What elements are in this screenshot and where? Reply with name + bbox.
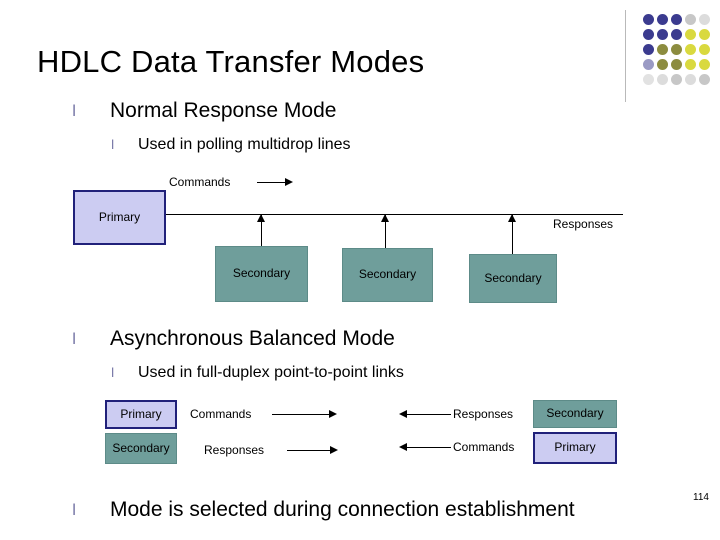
nrm-primary-box: Primary	[73, 190, 166, 245]
bullet-mode-selected-during-connection: l Mode is selected during connection est…	[72, 498, 575, 522]
dot	[699, 29, 710, 40]
abm-left-secondary-box: Secondary	[105, 433, 177, 464]
dot	[685, 59, 696, 70]
nrm-secondary-box-3: Secondary	[469, 254, 557, 303]
dot	[643, 59, 654, 70]
dot	[657, 44, 668, 55]
bullet-label: Asynchronous Balanced Mode	[110, 327, 395, 350]
abm-right-responses-label: Responses	[453, 407, 514, 421]
dot	[657, 14, 668, 25]
bullet-marker-icon: l	[72, 102, 77, 120]
abm-right-commands-arrowhead-icon	[399, 443, 407, 451]
nrm-secondary-label-3: Secondary	[484, 270, 542, 285]
dot	[699, 44, 710, 55]
bullet-label: Mode is selected during connection estab…	[110, 498, 575, 521]
bullet-label: Used in polling multidrop lines	[138, 136, 351, 153]
abm-right-secondary-label: Secondary	[546, 406, 604, 421]
dot	[643, 29, 654, 40]
dot	[657, 74, 668, 85]
abm-right-responses-line	[406, 414, 451, 415]
dot	[671, 29, 682, 40]
bullet-label: Used in full-duplex point-to-point links	[138, 364, 404, 381]
abm-left-primary-label: Primary	[120, 406, 162, 421]
nrm-riser-arrowhead-icon-1	[257, 214, 265, 222]
dot	[671, 59, 682, 70]
abm-left-secondary-label: Secondary	[112, 440, 170, 455]
bullet-used-in-full-duplex: l Used in full-duplex point-to-point lin…	[111, 364, 404, 382]
nrm-commands-arrow-line	[257, 182, 286, 183]
abm-right-responses-arrowhead-icon	[399, 410, 407, 418]
nrm-secondary-label-2: Secondary	[358, 267, 417, 282]
abm-right-commands-line	[406, 447, 451, 448]
dot	[685, 14, 696, 25]
nrm-riser-arrowhead-icon-3	[508, 214, 516, 222]
dot	[657, 29, 668, 40]
nrm-commands-label: Commands	[169, 175, 231, 189]
dot	[699, 74, 710, 85]
nrm-secondary-label-1: Secondary	[232, 266, 291, 281]
abm-right-primary-box: Primary	[533, 432, 617, 464]
dot	[671, 44, 682, 55]
dot	[699, 14, 710, 25]
dot	[643, 44, 654, 55]
bullet-marker-icon: l	[111, 366, 115, 380]
abm-left-responses-arrowhead-icon	[330, 446, 338, 454]
dot	[685, 74, 696, 85]
nrm-commands-arrowhead-icon	[285, 178, 293, 186]
nrm-riser-line-1	[261, 214, 262, 248]
page-number: 114	[693, 492, 709, 503]
nrm-primary-label: Primary	[98, 209, 141, 224]
dot	[671, 74, 682, 85]
abm-left-commands-arrowhead-icon	[329, 410, 337, 418]
nrm-response-bus-line	[166, 214, 623, 215]
abm-left-primary-box: Primary	[105, 400, 177, 429]
bullet-label: Normal Response Mode	[110, 99, 337, 122]
page-title: HDLC Data Transfer Modes	[37, 44, 425, 79]
abm-left-commands-line	[272, 414, 330, 415]
dot	[699, 59, 710, 70]
abm-right-primary-label: Primary	[554, 440, 596, 455]
dot	[685, 29, 696, 40]
dot	[657, 59, 668, 70]
decorative-dot-grid	[643, 14, 710, 90]
dot	[643, 74, 654, 85]
bullet-normal-response-mode: l Normal Response Mode	[72, 99, 337, 123]
bullet-asynchronous-balanced-mode: l Asynchronous Balanced Mode	[72, 327, 395, 351]
nrm-riser-arrowhead-icon-2	[381, 214, 389, 222]
nrm-secondary-box-1: Secondary	[215, 246, 308, 302]
bullet-marker-icon: l	[72, 330, 77, 348]
nrm-secondary-box-2: Secondary	[342, 248, 433, 302]
nrm-riser-line-2	[385, 214, 386, 248]
nrm-riser-line-3	[512, 214, 513, 254]
dot	[685, 44, 696, 55]
abm-left-responses-line	[287, 450, 331, 451]
nrm-responses-label: Responses	[553, 217, 614, 231]
dot	[671, 14, 682, 25]
abm-left-responses-label: Responses	[204, 443, 265, 457]
bullet-used-in-polling-multidrop-lines: l Used in polling multidrop lines	[111, 136, 351, 154]
abm-right-secondary-box: Secondary	[533, 400, 617, 428]
header-divider	[625, 10, 626, 102]
abm-left-commands-label: Commands	[190, 407, 252, 421]
dot	[643, 14, 654, 25]
bullet-marker-icon: l	[72, 501, 77, 519]
abm-right-commands-label: Commands	[453, 440, 515, 454]
bullet-marker-icon: l	[111, 138, 115, 152]
